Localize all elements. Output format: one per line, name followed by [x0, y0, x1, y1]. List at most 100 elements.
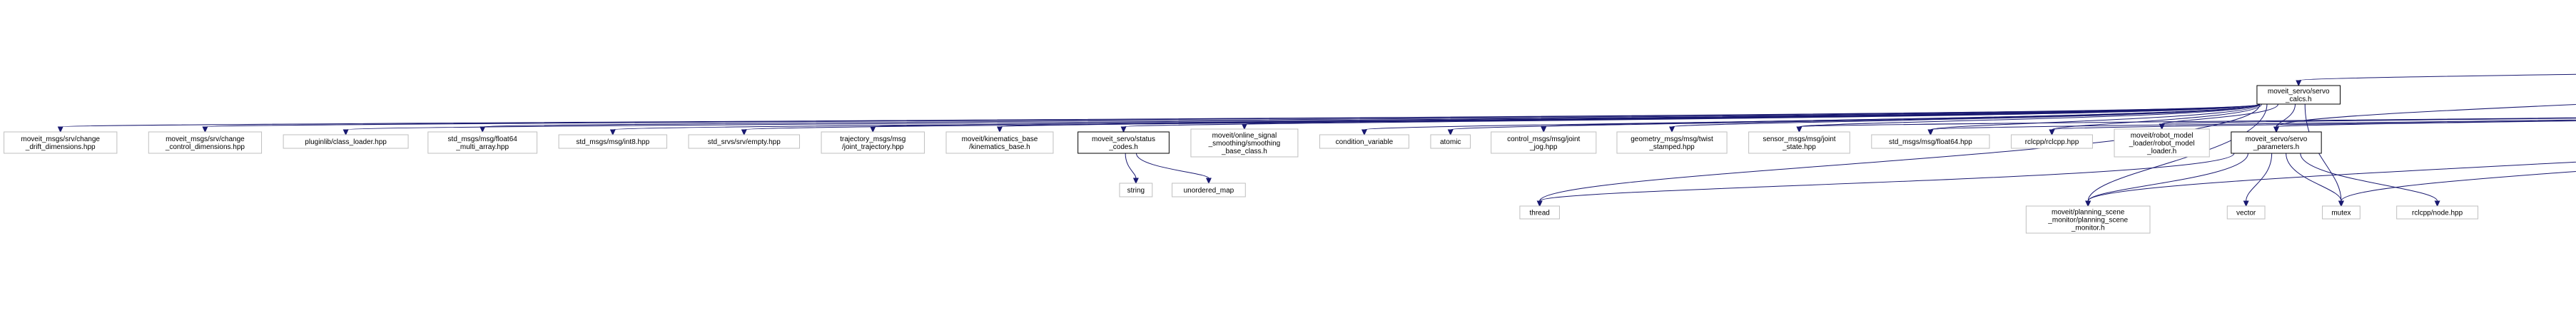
node-label-line: /kinematics_base.h	[969, 143, 1030, 151]
edge-line	[2246, 153, 2273, 202]
node-label-line: _parameters.h	[2253, 143, 2299, 151]
edge-collision-to-rclcpp	[2049, 120, 2576, 136]
node-box	[1519, 205, 1560, 220]
edge-line	[1930, 119, 2576, 130]
node-label-line: moveit_servo/status	[1092, 135, 1155, 143]
node-label-line: moveit/planning_scene	[2052, 209, 2125, 217]
edge-line	[1798, 103, 2261, 128]
node-atomic: atomic	[1430, 134, 1471, 149]
edge-arrowhead	[741, 129, 747, 136]
edge-arrowhead	[1927, 129, 1934, 136]
edge-status_codes-to-unordered_map	[1135, 153, 1212, 185]
node-label-line: moveit_msgs/srv/change	[21, 135, 100, 143]
node-box	[4, 131, 118, 154]
node-joint-traj: trajectory_msgs/msg/joint_trajectory.hpp	[821, 131, 925, 154]
edge-parameters-to-vector	[2243, 153, 2273, 207]
edge-arrowhead	[2159, 123, 2165, 130]
edge-line	[2052, 103, 2262, 130]
edge-line	[2276, 103, 2576, 128]
node-box	[1172, 183, 1246, 197]
node-label-line: _loader/robot_model	[2129, 140, 2195, 148]
node-empty: std_srvs/srv/empty.hpp	[688, 134, 800, 149]
graph-nodes: src/moveit_servo/src/servo.cppmoveit_ser…	[4, 85, 2479, 234]
edge-line	[1930, 103, 2261, 130]
node-label-line: _stamped.hpp	[1648, 143, 1695, 151]
node-label-line: vector	[2236, 210, 2256, 217]
node-vector: vector	[2226, 205, 2266, 220]
edge-line	[2300, 153, 2438, 202]
edge-arrowhead	[870, 126, 876, 133]
edge-arrowhead	[2243, 200, 2249, 207]
edge-line	[1539, 153, 2235, 202]
node-label-line: moveit_servo/servo	[2268, 88, 2330, 96]
node-label-line: _drift_dimensions.hpp	[25, 143, 96, 151]
node-label-line: std_msgs/msg/float64.hpp	[1889, 138, 1972, 146]
node-box	[2226, 205, 2266, 220]
edge-line	[2087, 161, 2576, 202]
edge-line	[2286, 153, 2342, 202]
node-label-line: std_msgs/msg/int8.hpp	[576, 138, 649, 146]
edge-line	[2298, 73, 2576, 81]
edge-arrowhead	[1669, 126, 1675, 133]
node-box	[688, 134, 800, 149]
edge-arrowhead	[1536, 200, 1543, 207]
graph-edges	[57, 73, 2576, 207]
edge-arrowhead	[2338, 200, 2344, 207]
edge-arrowhead	[609, 129, 616, 136]
node-box	[1748, 131, 1850, 154]
edge-servo_calcs-to-online_signal	[1241, 103, 2261, 130]
node-label-line: _smoothing/smoothing	[1208, 140, 1281, 148]
node-parameters[interactable]: moveit_servo/servo_parameters.h	[2231, 131, 2322, 154]
edge-arrowhead	[996, 126, 1003, 133]
edge-line	[2341, 170, 2576, 202]
node-pluginlib: pluginlib/class_loader.hpp	[283, 134, 409, 149]
node-label-line: pluginlib/class_loader.hpp	[305, 138, 387, 146]
node-label-line: moveit/robot_model	[2131, 132, 2194, 140]
edge-line	[1798, 117, 2576, 128]
node-box	[821, 131, 925, 154]
node-label-line: geometry_msgs/msg/twist	[1631, 135, 1713, 143]
node-box	[2322, 205, 2361, 220]
node-label-line: rclcpp/rclcpp.hpp	[2025, 138, 2079, 146]
edge-arrowhead	[57, 126, 64, 133]
node-label-line: sensor_msgs/msg/joint	[1763, 135, 1835, 143]
edge-line	[1135, 153, 1210, 179]
edge-line	[2276, 120, 2576, 128]
node-label-line: _codes.h	[1108, 143, 1138, 151]
node-label-line: control_msgs/msg/joint	[1507, 135, 1580, 143]
node-box	[1430, 134, 1471, 149]
node-servo-calcs[interactable]: moveit_servo/servo_calcs.h	[2256, 85, 2341, 105]
edge-arrowhead	[480, 126, 486, 133]
edge-parameters-to-psm	[2085, 153, 2248, 207]
edge-arrowhead	[2085, 200, 2091, 207]
node-label-line: moveit_msgs/srv/change	[166, 135, 245, 143]
edge-line	[2161, 103, 2278, 125]
node-label-line: _base_class.h	[1221, 148, 1267, 155]
node-label-line: _multi_array.hpp	[455, 143, 509, 151]
node-label-line: _monitor/planning_scene	[2047, 217, 2128, 225]
node-thread: thread	[1519, 205, 1560, 220]
node-label-line: _monitor.h	[2071, 225, 2105, 232]
edge-servo_calcs-to-twist_stamped	[1669, 103, 2261, 133]
edge-collision-to-parameters	[2273, 120, 2576, 133]
edge-parameters-to-mutex	[2286, 153, 2344, 207]
node-box	[1491, 131, 1597, 154]
node-mutex: mutex	[2322, 205, 2361, 220]
node-box	[945, 131, 1054, 154]
node-box	[283, 134, 409, 149]
edge-collision-to-robot_model_loader	[2159, 118, 2576, 130]
node-float64: std_msgs/msg/float64.hpp	[1871, 134, 1990, 149]
node-label-line: rclcpp/node.hpp	[2412, 210, 2463, 217]
node-box	[1077, 131, 1170, 154]
node-box	[148, 131, 263, 154]
node-label-line: _jog.hpp	[1529, 143, 1558, 151]
edge-arrowhead	[1132, 178, 1139, 185]
node-status-codes[interactable]: moveit_servo/status_codes.h	[1077, 131, 1170, 154]
edge-arrowhead	[202, 126, 208, 133]
node-kin-base: moveit/kinematics_base/kinematics_base.h	[945, 131, 1054, 154]
node-label-line: moveit/online_signal	[1212, 132, 1277, 140]
edge-servo_calcs-to-pluginlib	[343, 103, 2261, 136]
node-int8: std_msgs/msg/int8.hpp	[558, 134, 667, 149]
edge-collision-to-float64	[1927, 119, 2576, 136]
